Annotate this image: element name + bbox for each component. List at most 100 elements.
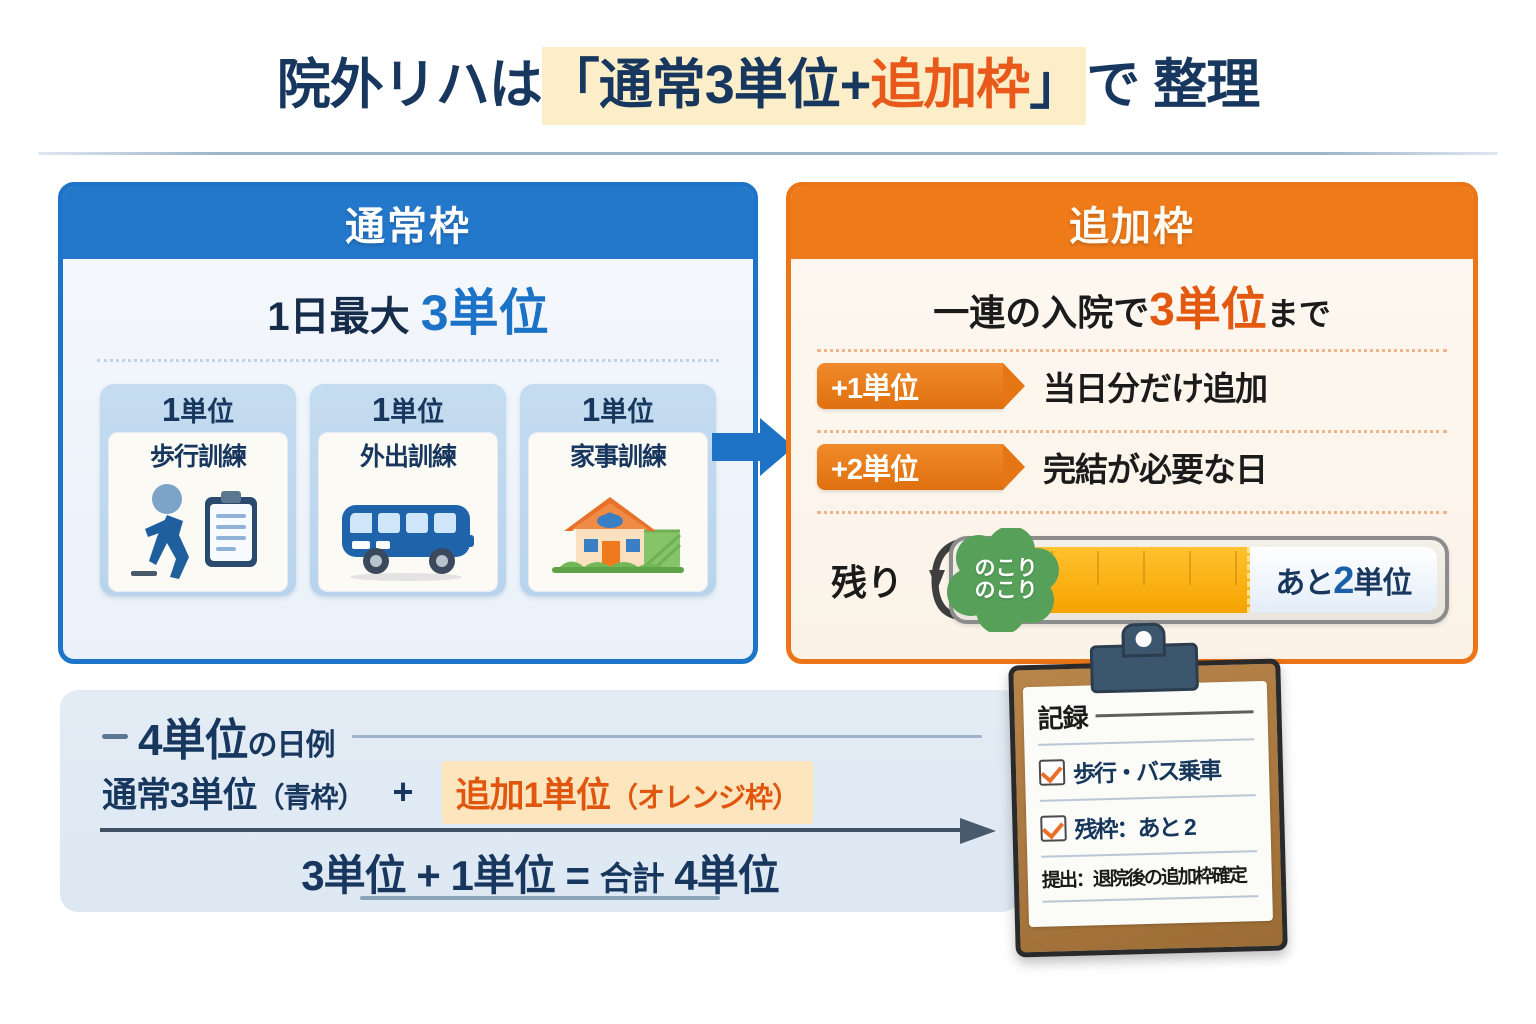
card-unit-housework: 1単位	[528, 390, 708, 428]
clipboard-note: 提出：退院後の追加枠確定	[1041, 865, 1247, 892]
clipboard-item-2[interactable]: 残枠：あと 2	[1040, 804, 1257, 848]
clipboard-item-1-text: 歩行・バス乗車	[1072, 757, 1221, 787]
title-highlight: 「通常3単位+追加枠」	[541, 47, 1087, 125]
additional-lead-tail: まで	[1266, 296, 1331, 332]
additional-dotted-divider-2	[817, 430, 1447, 433]
heading-rule	[352, 734, 982, 738]
card-unit-suffix: 単位	[600, 397, 655, 427]
gauge-remaining-suffix: 単位	[1353, 566, 1412, 600]
house-icon	[528, 473, 708, 592]
example-extra-part: 追加1単位（オレンジ枠）	[441, 760, 813, 824]
sum-eq: =	[565, 852, 591, 899]
example-arrow-icon	[100, 818, 1000, 844]
card-unit-outing: 1単位	[318, 390, 498, 428]
cloud-line-1: のこり	[974, 556, 1038, 580]
clipboard-separator-4	[1042, 895, 1259, 903]
gauge-remaining-prefix: あと	[1275, 566, 1334, 600]
additional-row-plus2: +2単位 完結が必要な日	[791, 433, 1473, 501]
clipboard-item-1[interactable]: 歩行・バス乗車	[1038, 748, 1256, 792]
example-extra-note: （オレンジ枠）	[609, 781, 800, 813]
title-bracket-open: 「	[545, 55, 600, 115]
additional-frame-panel: 追加枠 一連の入院で3単位まで +1単位 当日分だけ追加 +2単位 完結が必要な…	[786, 182, 1478, 664]
example-plus-sign: +	[392, 771, 414, 812]
training-card-list: 1単位 歩行訓練	[63, 384, 753, 596]
clipboard-clip-icon	[1089, 642, 1199, 694]
example-total-underline	[360, 896, 720, 900]
clipboard-separator-2	[1039, 794, 1256, 802]
remaining-gauge-zone: 残り のこり のこり	[809, 522, 1455, 638]
gauge-remaining-text: あと2単位	[1275, 558, 1412, 603]
sum-b: 1単位	[450, 852, 555, 899]
card-label-outing: 外出訓練	[359, 443, 457, 472]
clipboard-title-row: 記録	[1037, 693, 1254, 736]
card-unit-suffix: 単位	[390, 397, 445, 427]
training-card-walking[interactable]: 1単位 歩行訓練	[100, 384, 296, 596]
title-highlight-blue: 通常3単位+	[598, 55, 872, 115]
additional-frame-header: 追加枠	[791, 187, 1473, 259]
title-prefix: 院外リハは	[276, 55, 543, 115]
example-heading-text: 4単位の日例	[138, 704, 335, 768]
card-body-walking: 歩行訓練	[108, 432, 288, 593]
example-normal-part: 通常3単位（青枠）	[102, 767, 365, 818]
additional-row-text-1: 当日分だけ追加	[1043, 370, 1268, 407]
additional-lead-prefix: 一連の入院で	[933, 292, 1150, 333]
card-unit-number: 1	[581, 391, 601, 428]
additional-dotted-divider-1	[817, 349, 1447, 352]
sum-plus: +	[416, 852, 441, 899]
card-label-walking: 歩行訓練	[149, 443, 247, 472]
sum-total: 4単位	[674, 852, 779, 899]
example-heading-number: 4単位	[138, 716, 248, 765]
sum-total-label: 合計	[599, 860, 665, 897]
card-unit-walking: 1単位	[108, 390, 288, 428]
gauge-remainder: あと2単位	[1249, 547, 1437, 613]
clipboard-item-2-text: 残枠：あと 2	[1074, 813, 1196, 843]
cloud-line-2: のこり	[974, 579, 1038, 602]
example-extra-text: 追加1単位	[455, 775, 611, 815]
normal-frame-panel: 通常枠 1日最大 3単位 1単位 歩行訓練	[58, 182, 758, 664]
flow-arrow	[712, 416, 796, 478]
card-unit-number: 1	[371, 391, 391, 428]
badge-plus2: +2単位	[817, 444, 1025, 490]
additional-dotted-divider-3	[817, 511, 1447, 514]
cloud-badge-text: のこり のこり	[974, 556, 1038, 602]
card-body-outing: 外出訓練	[318, 432, 498, 593]
example-normal-note: （青枠）	[256, 781, 365, 813]
training-card-outing[interactable]: 1単位 外出訓練	[310, 384, 506, 596]
training-card-housework[interactable]: 1単位 家事訓練	[520, 384, 716, 596]
checkbox-checked-icon[interactable]	[1040, 815, 1067, 842]
gauge-remaining-number: 2	[1333, 559, 1354, 602]
title-suffix: で 整理	[1086, 55, 1260, 115]
normal-dotted-divider	[97, 359, 719, 362]
normal-frame-lead: 1日最大 3単位	[63, 273, 753, 345]
sum-a: 3単位	[301, 852, 406, 899]
example-heading: 4単位の日例	[102, 704, 982, 768]
additional-row-plus1: +1単位 当日分だけ追加	[791, 352, 1473, 420]
remaining-label: 残り	[831, 562, 904, 603]
clipboard-title-rule	[1095, 710, 1254, 718]
example-heading-suffix: の日例	[247, 729, 335, 762]
title-highlight-orange: 追加枠	[870, 55, 1030, 115]
normal-frame-header: 通常枠	[63, 187, 753, 259]
page-title: 院外リハは「通常3単位+追加枠」で 整理	[276, 47, 1260, 125]
clipboard-paper: 記録 歩行・バス乗車 残枠：あと 2 提出：退院後の追加枠確定	[1022, 680, 1273, 928]
walking-person-clipboard-icon	[108, 473, 288, 592]
normal-lead-value: 3単位	[420, 285, 549, 341]
cloud-badge: のこり のこり	[945, 528, 1067, 632]
clipboard-separator-3	[1041, 850, 1258, 858]
bus-icon	[318, 473, 498, 592]
heading-dash	[102, 733, 128, 739]
title-divider	[38, 152, 1498, 155]
clipboard-title: 記録	[1037, 702, 1089, 734]
checkbox-checked-icon[interactable]	[1038, 759, 1066, 786]
example-total-line: 3単位 + 1単位 = 合計 4単位	[60, 842, 1020, 903]
card-body-housework: 家事訓練	[528, 432, 708, 593]
additional-lead-value: 3単位	[1149, 283, 1267, 335]
badge-plus1: +1単位	[817, 363, 1025, 409]
clipboard-separator-1	[1038, 738, 1255, 746]
card-unit-number: 1	[161, 391, 181, 428]
normal-lead-prefix: 1日最大	[267, 295, 410, 339]
record-clipboard: 記録 歩行・バス乗車 残枠：あと 2 提出：退院後の追加枠確定	[1008, 642, 1288, 958]
card-label-housework: 家事訓練	[569, 443, 667, 472]
additional-frame-lead: 一連の入院で3単位まで	[791, 273, 1473, 339]
